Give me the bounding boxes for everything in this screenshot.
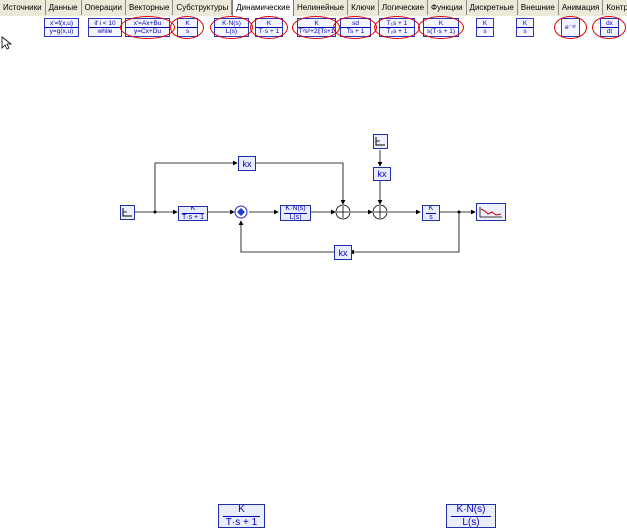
tab-8[interactable]: Логические [379,0,429,15]
palette-block-0[interactable]: x'=f(x,u)y=g(x,u) [44,18,79,37]
denominator: s [429,213,433,221]
multiplier-block[interactable] [234,205,248,219]
palette-block-bottom: y=g(x,u) [49,28,74,35]
palette-block-top: x'=f(x,u) [45,20,78,28]
tab-11[interactable]: Внешние [518,0,559,15]
palette-block-top: if i < 10 [89,20,121,28]
sum-block[interactable] [373,205,387,219]
scope-icon[interactable] [476,203,506,221]
tab-2[interactable]: Операции [82,0,126,15]
gain-block[interactable]: kx [373,167,391,181]
gain-label: kx [338,247,348,258]
tab-12[interactable]: Анимация [559,0,604,15]
palette-block-bottom: s [523,28,527,35]
highlight-ring [374,16,420,39]
highlight-ring [250,16,288,39]
tab-9[interactable]: Функции [428,0,467,15]
highlight-ring [592,16,626,39]
tab-6[interactable]: Нелинейные [294,0,349,15]
denominator: T·s + 1 [182,214,204,221]
denominator: T·s + 1 [225,516,258,528]
pointer-cursor-icon[interactable] [1,36,13,50]
tab-10[interactable]: Дискретные [467,0,518,15]
transfer-function-block-large[interactable]: K·N(s) L(s) [446,504,496,528]
palette-block-bottom: while [97,28,113,35]
numerator: K·N(s) [451,504,491,517]
denominator: L(s) [289,213,302,221]
tab-13[interactable]: Контроль и упра [603,0,627,15]
tab-5[interactable]: Динамические [232,0,295,16]
numerator: K [223,504,260,517]
gain-label: kx [242,158,252,169]
highlight-ring [210,16,253,39]
tab-4[interactable]: Субструктуры [173,0,233,15]
transfer-function-block[interactable]: K·N(s) L(s) [280,205,311,221]
highlight-ring [170,16,204,39]
highlight-ring [120,16,175,39]
palette-block-top: K [517,20,533,28]
sum-block[interactable] [336,205,350,219]
highlight-ring [418,16,464,39]
highlight-ring [333,16,377,39]
denominator: L(s) [462,516,480,528]
gain-label: kx [377,169,387,179]
numerator: K·N(s) [284,205,307,214]
tab-1[interactable]: Данные [46,0,82,15]
palette-block-bottom: s [483,28,487,35]
step-source-icon[interactable] [120,205,135,220]
transfer-function-block[interactable]: K T·s + 1 [178,206,208,221]
highlight-ring [554,16,587,39]
step-source-icon[interactable] [373,134,388,149]
tab-3[interactable]: Векторные [126,0,174,15]
transfer-function-block-large[interactable]: K T·s + 1 [218,504,265,528]
gain-block[interactable]: kx [334,245,352,260]
gain-block[interactable]: kx [238,156,256,171]
integrator-block[interactable]: K s [422,205,440,221]
palette-block-top: K [477,20,493,28]
numerator: K [426,206,436,214]
tab-0[interactable]: Источники [0,0,46,15]
numerator: K [182,207,204,214]
tab-7[interactable]: Ключи [348,0,379,15]
